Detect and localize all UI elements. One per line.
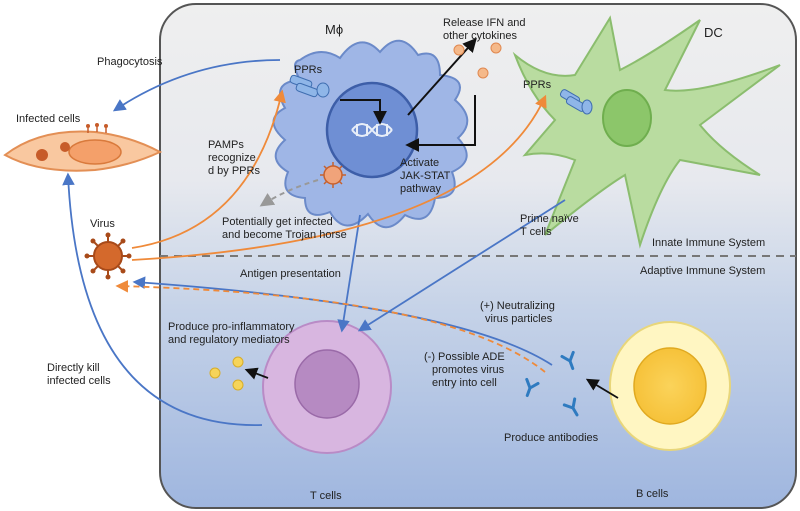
dc-label: DC: [704, 25, 723, 40]
directly-kill-label-1: Directly kill: [47, 362, 100, 374]
neutralizing-label-2: virus particles: [485, 313, 553, 325]
virus-label: Virus: [90, 218, 115, 230]
jak-label-2: JAK-STAT: [400, 170, 451, 182]
cytokine-dots: [453, 42, 502, 79]
proinflammatory-label-2: and regulatory mediators: [168, 334, 290, 346]
jak-label-3: pathway: [400, 183, 441, 195]
ade-label-2: promotes virus: [432, 364, 505, 376]
directly-kill-arrow: [62, 172, 263, 426]
prime-label-2: T cells: [520, 226, 552, 238]
virus-to-dc-arrow: [131, 94, 547, 261]
prime-label-1: Prime naïve: [520, 213, 579, 225]
ifn-label-2: other cytokines: [443, 30, 517, 42]
innate-system-label: Innate Immune System: [652, 237, 766, 249]
infected-cells-label: Infected cells: [16, 113, 81, 125]
b-cells-label: B cells: [636, 488, 669, 500]
ade-label-3: entry into cell: [432, 377, 497, 389]
t-cell: [262, 320, 392, 454]
ade-arrow: [115, 279, 546, 373]
dc-ppr-receptors: [559, 89, 593, 115]
neutralizing-arrow: [132, 276, 553, 366]
infected-cell: [3, 123, 163, 172]
trojan-label-2: and become Trojan horse: [222, 229, 347, 241]
trojan-label-1: Potentially get infected: [222, 216, 333, 228]
ade-label-1: (-) Possible ADE: [424, 351, 505, 363]
internalized-virus-icon: [320, 162, 346, 188]
pamps-label-3: d by PPRs: [208, 165, 260, 177]
pamps-label-1: PAMPs: [208, 139, 244, 151]
antigen-presentation-arrow: [337, 214, 361, 333]
b-cell: [609, 321, 731, 451]
virus-to-macrophage-arrow: [131, 89, 286, 249]
dendritic-cell: [512, 15, 781, 249]
t-cells-label: T cells: [310, 490, 342, 502]
neutralizing-label-1: (+) Neutralizing: [480, 300, 555, 312]
macrophage-pprs-label: PPRs: [294, 64, 323, 76]
ifn-label-1: Release IFN and: [443, 17, 526, 29]
phagocytosis-label: Phagocytosis: [97, 56, 163, 68]
jak-label-1: Activate: [400, 157, 440, 169]
prime-tcells-arrow: [357, 199, 566, 332]
macrophage-ppr-receptors: [289, 74, 330, 98]
directly-kill-label-2: infected cells: [47, 375, 111, 387]
dna-helix-icon: [351, 123, 393, 137]
adaptive-system-label: Adaptive Immune System: [640, 265, 766, 277]
macrophage-label: Mϕ: [325, 22, 344, 37]
antigen-presentation-label: Antigen presentation: [240, 268, 341, 280]
antibodies-label: Produce antibodies: [504, 432, 599, 444]
phagocytosis-arrow: [112, 59, 281, 112]
proinflammatory-label-1: Produce pro-inflammatory: [168, 321, 295, 333]
pamps-label-2: recognize: [208, 152, 256, 164]
dc-pprs-label: PPRs: [523, 79, 552, 91]
mediator-dots: [209, 356, 244, 391]
virus-icon: [84, 232, 132, 280]
